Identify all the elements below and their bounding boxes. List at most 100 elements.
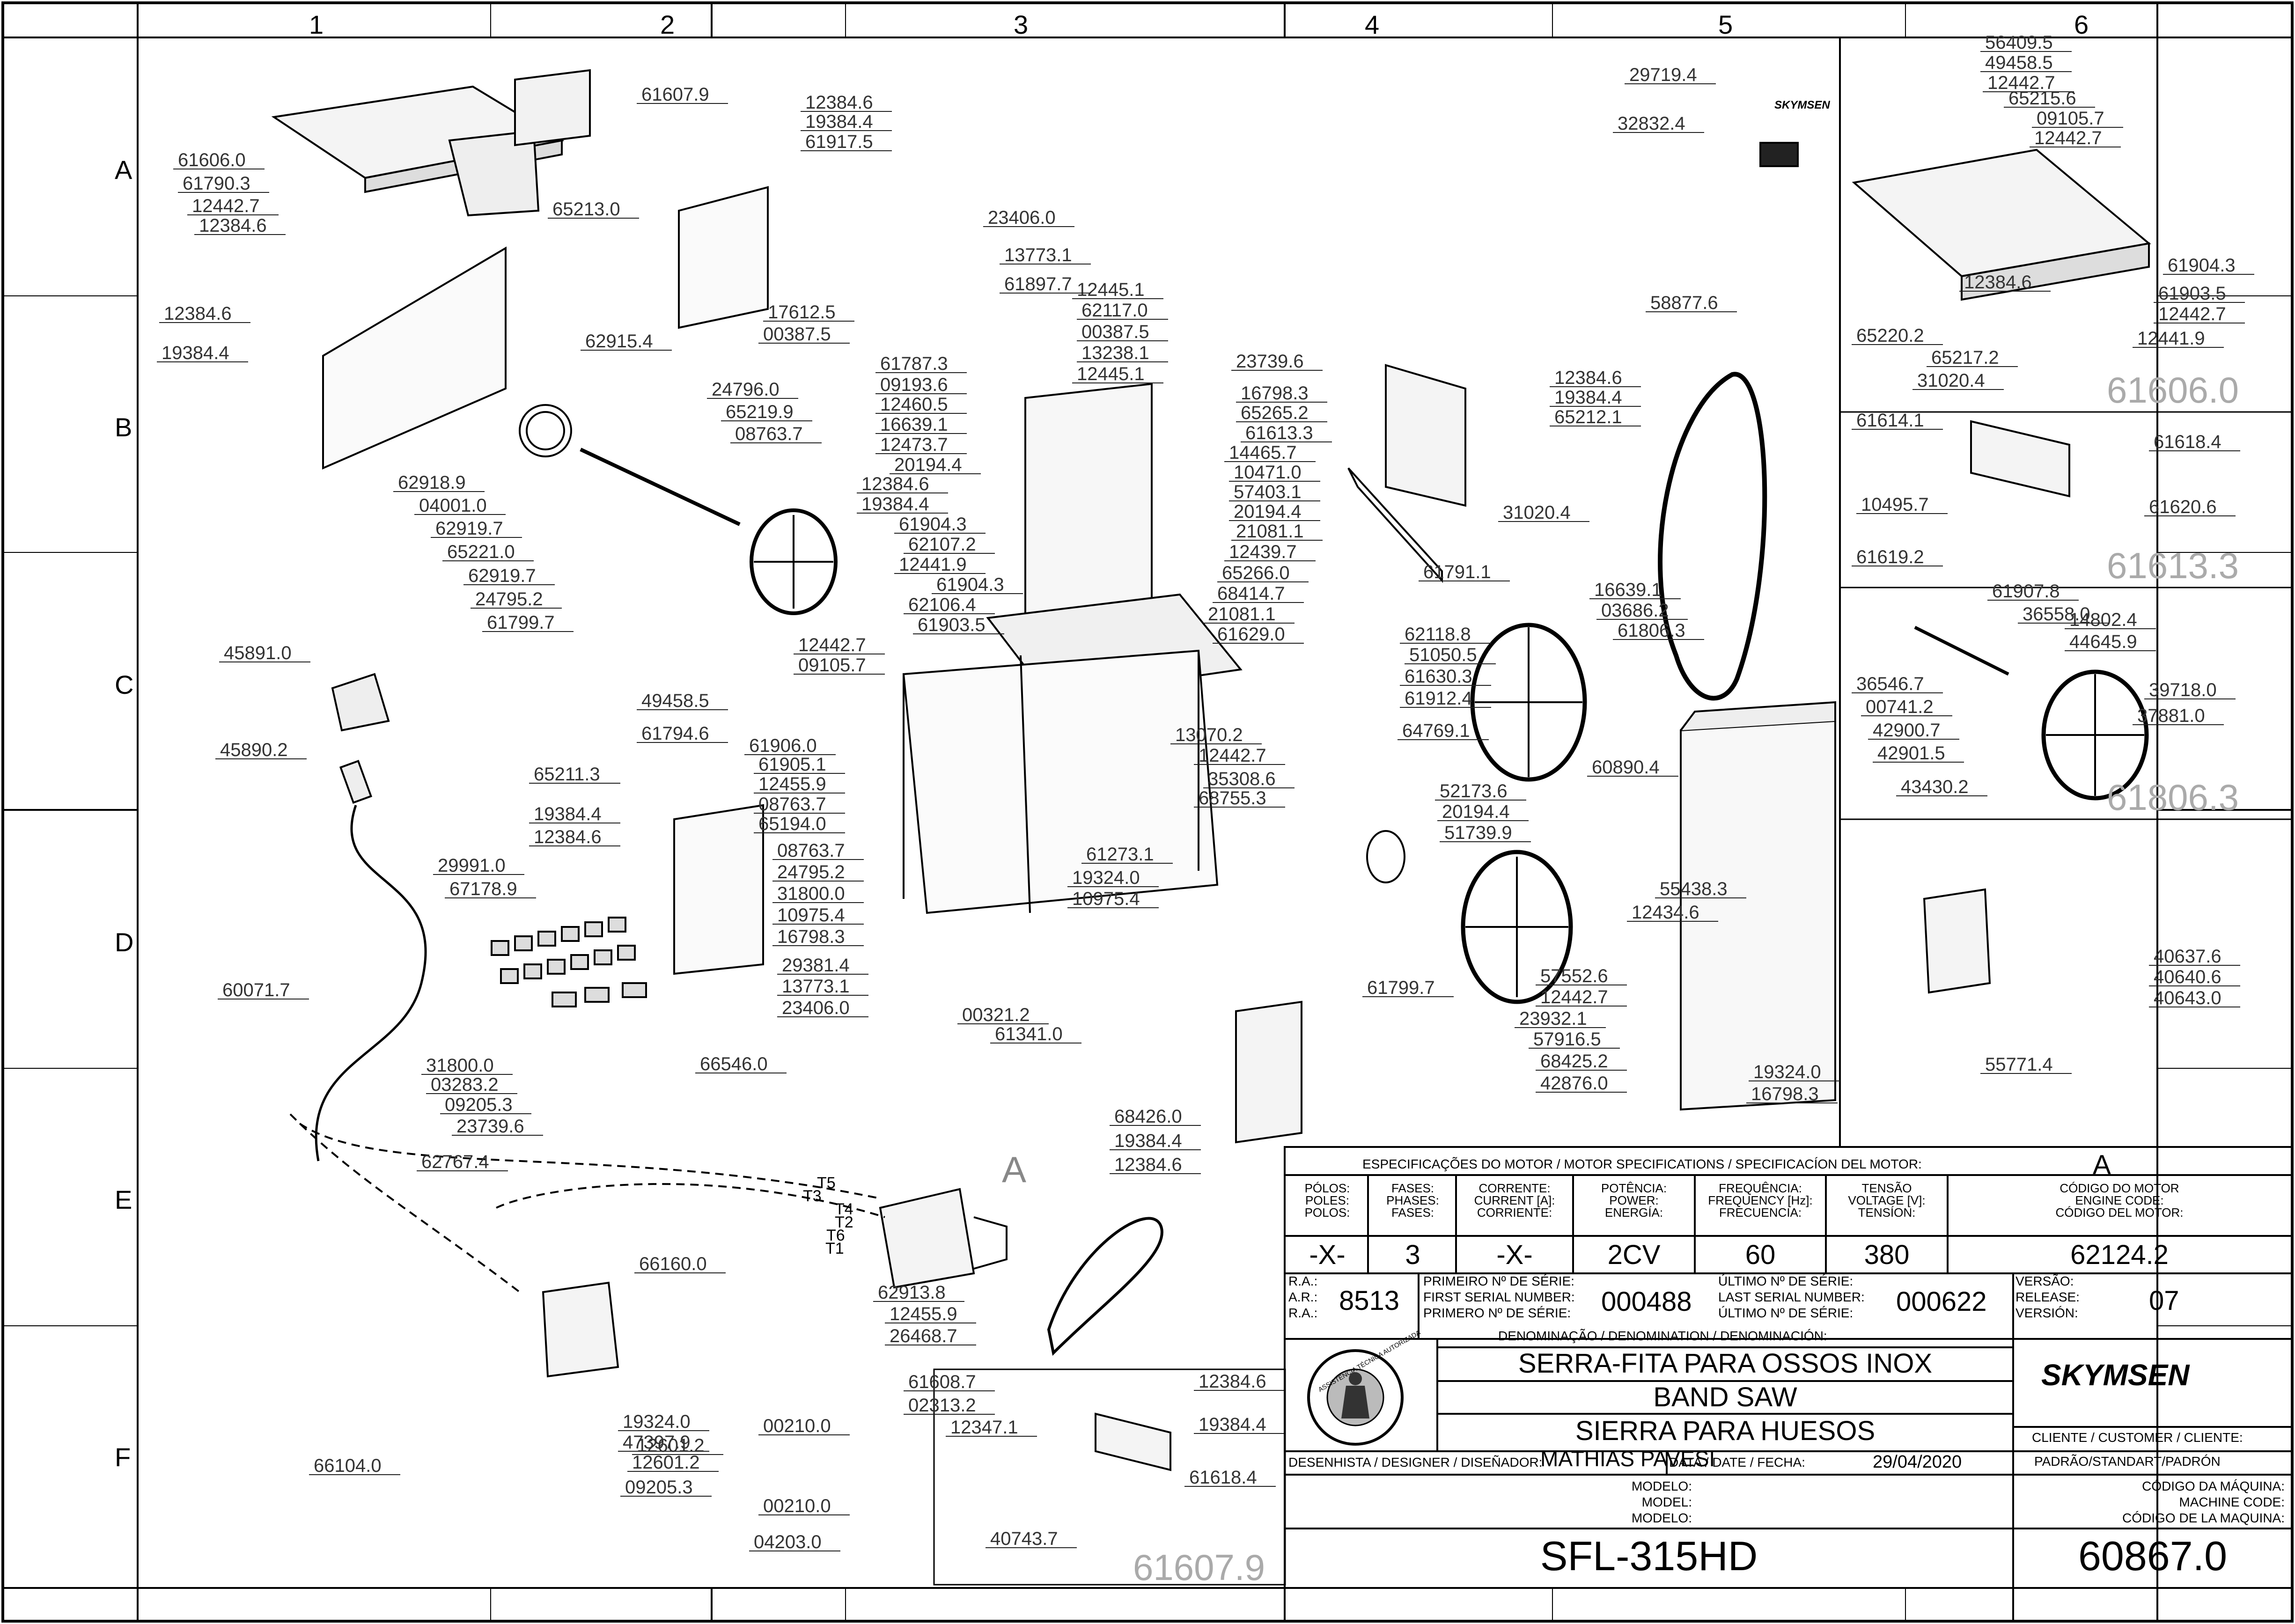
part-number-label: 21081.1: [1236, 521, 1304, 542]
poles-value: -X-: [1309, 1240, 1346, 1270]
part-number-label: 12384.6: [805, 92, 873, 113]
customer-label: CLIENTE / CUSTOMER / CLIENTE:: [2032, 1430, 2243, 1445]
part-number-label: 12442.7: [2158, 304, 2226, 324]
part-number-label: 66546.0: [700, 1054, 768, 1074]
part-number-label: 29381.4: [782, 955, 850, 976]
part-number-label: 66160.0: [639, 1254, 707, 1274]
part-number-label: 62918.9: [398, 472, 466, 493]
part-number-label: 61917.5: [805, 132, 873, 152]
part-number-label: 65212.1: [1554, 407, 1622, 427]
part-number-label: 12441.9: [899, 554, 967, 575]
denomination-label: DENOMINAÇÃO / DENOMINATION / DENOMINACIÓ…: [1498, 1329, 1827, 1343]
part-number-label: 17612.5: [768, 302, 836, 323]
part-number-label: 00387.5: [1081, 322, 1149, 342]
part-number-label: 61618.4: [1189, 1467, 1257, 1488]
frequency-label: FREQUÊNCIA:FREQUENCY [Hz]:FRECUENCIA:: [1708, 1181, 1813, 1220]
customer-value: PADRÃO/STANDART/PADRÓN: [2034, 1454, 2221, 1469]
part-number-label: 65215.6: [2008, 88, 2076, 109]
part-number-label: 12384.6: [1964, 272, 2032, 293]
part-number-label: 49458.5: [1985, 52, 2053, 73]
part-number-label: 40743.7: [990, 1528, 1058, 1549]
current-value: -X-: [1496, 1240, 1533, 1270]
part-number-label: 31020.4: [1503, 502, 1571, 523]
part-number-label: 12473.7: [880, 434, 948, 455]
part-number-label: 04001.0: [419, 495, 487, 516]
control-box-part: [542, 1281, 619, 1378]
grid-row-d: D: [115, 927, 134, 957]
part-number-label: 12384.6: [534, 827, 602, 847]
part-number-label: 61799.7: [487, 612, 555, 633]
part-number-label: 00210.0: [763, 1416, 831, 1436]
ra-label: R.A.:A.R.:R.A.:: [1288, 1274, 1318, 1320]
part-number-label: 29719.4: [1629, 65, 1697, 85]
part-number-label: 49458.5: [641, 691, 709, 711]
motor-terminals: T5 T3 T4 T2 T6 T1: [803, 1174, 853, 1257]
part-number-label: 16639.1: [1594, 580, 1662, 600]
part-number-label: 20194.4: [1442, 801, 1510, 822]
motor-spec-header: ESPECIFICAÇÕES DO MOTOR / MOTOR SPECIFIC…: [1362, 1157, 1922, 1171]
part-number-label: 61613.3: [1245, 423, 1313, 443]
part-number-label: 61904.3: [2168, 255, 2236, 276]
part-number-label: 56409.5: [1985, 32, 2053, 53]
version-label: VERSÃO:RELEASE:VERSIÓN:: [2015, 1274, 2080, 1320]
phases-label: FASES:PHASES:FASES:: [1386, 1181, 1439, 1220]
power-cable: [315, 805, 427, 1161]
part-number-label: 12384.6: [1199, 1371, 1266, 1392]
part-number-label: 10975.4: [777, 905, 845, 926]
part-number-label: 61904.3: [936, 574, 1004, 595]
fence-assembly-inset: [1970, 420, 2070, 498]
part-number-label: 19324.0: [623, 1411, 691, 1432]
svg-text:T5: T5: [817, 1174, 836, 1192]
part-number-label: 42876.0: [1540, 1073, 1608, 1094]
svg-text:T4: T4: [835, 1200, 853, 1218]
model-value: SFL-315HD: [1540, 1533, 1758, 1579]
inset-stamp-2: 61613.3: [2107, 545, 2239, 586]
part-number-label: 36546.7: [1856, 674, 1924, 694]
part-number-label: 13773.1: [1004, 245, 1072, 265]
part-number-label: 61606.0: [178, 150, 246, 170]
part-number-label: 03283.2: [431, 1074, 499, 1095]
power-label: POTÊNCIA:POWER:ENERGÍA:: [1601, 1181, 1667, 1220]
part-number-label: 10495.7: [1861, 494, 1929, 515]
leader-lines: [157, 51, 2254, 1551]
zone-ticks: [3, 3, 2292, 1621]
part-number-label: 40637.6: [2154, 946, 2221, 967]
motor-spec-letter: A: [2093, 1150, 2111, 1180]
part-number-label: 61903.5: [918, 615, 986, 635]
part-number-label: 61618.4: [2154, 432, 2221, 452]
part-number-label: 03686.2: [1601, 600, 1669, 621]
grid-row-b: B: [115, 412, 132, 442]
part-number-label: 32832.4: [1618, 113, 1685, 134]
part-number-label: 20194.4: [1234, 501, 1302, 522]
inset-stamp-4: 61607.9: [1133, 1547, 1265, 1588]
part-number-label: 09193.6: [880, 375, 948, 395]
part-number-label: 55438.3: [1660, 879, 1728, 899]
part-number-label: 66104.0: [314, 1455, 382, 1476]
grid-col-6: 6: [2074, 10, 2089, 39]
part-number-label: 19384.4: [1114, 1131, 1182, 1151]
machine-code-label: CÓDIGO DA MÁQUINA:MACHINE CODE:CÓDIGO DE…: [2122, 1479, 2285, 1525]
part-number-label: 23932.1: [1519, 1008, 1587, 1029]
part-number-label: 24795.2: [475, 589, 543, 610]
part-number-label: 68414.7: [1217, 583, 1285, 604]
first-serial-value: 000488: [1601, 1286, 1692, 1317]
part-number-label: 12442.7: [1987, 73, 2055, 93]
part-number-label: 16798.3: [777, 926, 845, 947]
first-serial-label: PRIMEIRO Nº DE SÉRIE:FIRST SERIAL NUMBER…: [1423, 1274, 1575, 1320]
part-number-label: 47397.9: [623, 1432, 691, 1453]
front-door-part: [1235, 1000, 1302, 1144]
part-number-label: 65194.0: [758, 814, 826, 834]
part-number-label: 23739.6: [456, 1116, 524, 1137]
svg-text:T2: T2: [835, 1213, 853, 1231]
part-number-label: 13238.1: [1081, 343, 1149, 363]
part-number-label: 09205.3: [625, 1477, 693, 1498]
part-number-label: 12384.6: [164, 303, 232, 324]
part-number-label: 00741.2: [1866, 697, 1934, 717]
part-number-label: 23739.6: [1236, 351, 1304, 372]
part-number-label: 61787.3: [880, 353, 948, 374]
part-number-label: 12455.9: [890, 1304, 957, 1324]
part-number-label: 24795.2: [777, 862, 845, 882]
switch-box-part: [1923, 888, 1991, 994]
part-number-label: 00210.0: [763, 1496, 831, 1516]
